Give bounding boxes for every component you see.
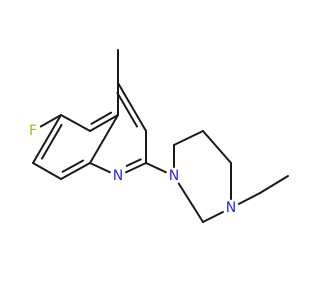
bond-C2-N1: [125, 162, 147, 174]
structure-diagram: F N N N: [29, 49, 289, 223]
bond-C8a-C8: [60, 162, 91, 180]
bond-Et1-Et2: [259, 175, 289, 194]
piperazine-nitrogen-1-label: N: [169, 168, 179, 184]
molecule-canvas: F N N N: [29, 49, 289, 223]
fluorine-atom-label: F: [29, 123, 37, 139]
double-bond-C7-C6: [40, 123, 63, 160]
double-bond-C8a-C8: [61, 159, 84, 173]
double-bond-C4-C3: [116, 91, 139, 128]
bond-Np4-Et1: [237, 192, 261, 205]
bond-C5-C4a: [89, 114, 119, 132]
bond-C4a-C8a: [89, 114, 119, 164]
quinoline-nitrogen-label: N: [113, 168, 123, 184]
piperazine-nitrogen-4-label: N: [226, 200, 236, 216]
bond-C6-F: [39, 114, 62, 128]
bond-C2-Np1: [145, 162, 167, 174]
atom-label-layer: F N N N: [29, 123, 236, 216]
bond-Pc-Np4: [202, 211, 224, 223]
bond-C7-C6: [32, 114, 62, 164]
bond-C4-C3: [117, 82, 147, 132]
bond-Np1-Pc: [177, 182, 204, 223]
bond-Pb-Pa: [173, 130, 204, 146]
double-bond-C2-N1: [125, 158, 142, 167]
double-bond-C5-C4a: [90, 111, 113, 125]
bond-layer: [32, 49, 289, 223]
bond-Pd-Pb: [202, 130, 232, 164]
bond-N1-C8a: [89, 162, 111, 174]
bond-C8-C7: [32, 162, 62, 180]
bond-C6-C5: [60, 114, 91, 132]
